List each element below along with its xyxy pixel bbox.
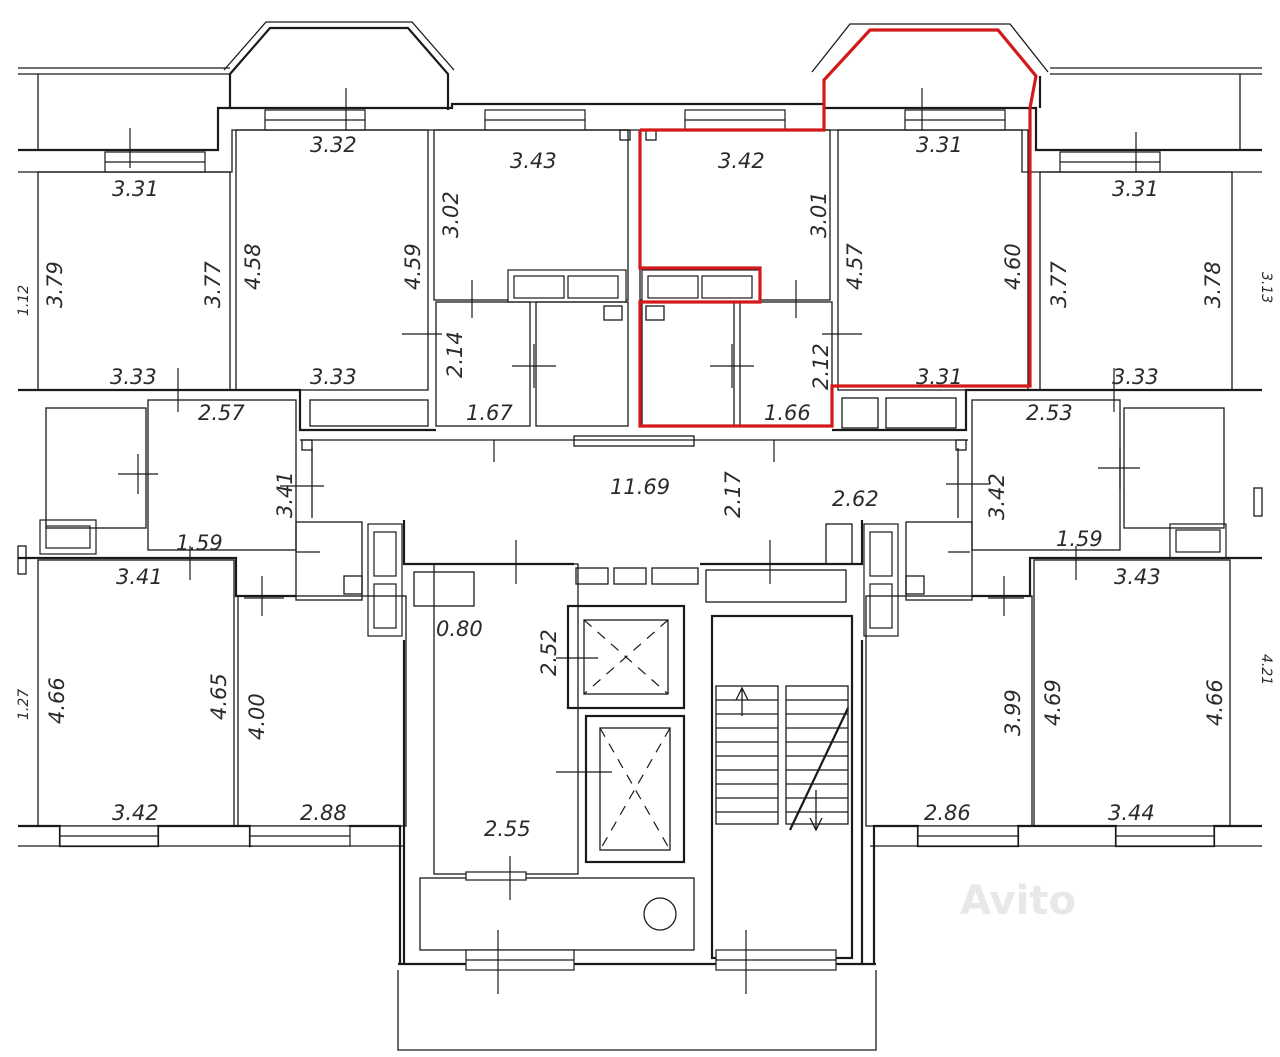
- row1-rooms: [37, 129, 1233, 391]
- dim-label: 3.77: [201, 261, 225, 308]
- dim-label: 3.33: [110, 365, 157, 389]
- edge-label: 3.13: [1258, 272, 1274, 303]
- dim-label: 3.99: [1001, 689, 1025, 736]
- dim-label: 4.66: [1203, 679, 1227, 726]
- edge-label: 1.12: [16, 285, 32, 316]
- dimension-labels: 3.31 3.79 3.77 3.33 3.32 4.58 4.59 3.33 …: [16, 133, 1274, 841]
- dim-label: 4.57: [843, 243, 867, 290]
- dim-label: 4.69: [1041, 679, 1065, 726]
- door-marks: [118, 88, 1140, 994]
- dim-label: 3.79: [43, 261, 67, 308]
- dim-label: 3.78: [1201, 261, 1225, 308]
- corridor: [17, 388, 1263, 607]
- bathrooms: [309, 301, 957, 429]
- dim-label: 3.31: [916, 133, 963, 157]
- edge-label: 1.27: [16, 689, 32, 720]
- dim-label: 1.59: [1056, 527, 1103, 551]
- dim-label: 2.57: [198, 401, 245, 425]
- dim-label: 2.62: [832, 487, 879, 511]
- dim-label: 3.33: [310, 365, 357, 389]
- dim-label: 3.32: [310, 133, 357, 157]
- dim-label: 2.55: [484, 817, 531, 841]
- dim-label: 1.59: [176, 531, 223, 555]
- dim-label: 4.65: [207, 673, 231, 720]
- dim-label: 2.12: [809, 343, 833, 390]
- dim-label: 3.01: [807, 191, 831, 238]
- highlighted-apartment-outline: [638, 28, 1038, 428]
- dim-label: 4.66: [45, 677, 69, 724]
- dim-label: 1.66: [764, 401, 811, 425]
- dim-label: 2.14: [443, 331, 467, 378]
- dim-label: 2.88: [300, 801, 347, 825]
- dim-label: 4.60: [1001, 243, 1025, 290]
- dim-label: 11.69: [610, 475, 670, 499]
- core: [397, 563, 877, 1051]
- row3-rooms: [18, 556, 1262, 964]
- dim-label: 3.31: [112, 177, 159, 201]
- dim-label: 1.67: [466, 401, 513, 425]
- dim-label: 3.42: [112, 801, 159, 825]
- dim-label: 3.43: [510, 149, 557, 173]
- dim-label: 3.31: [1112, 177, 1159, 201]
- dim-label: 3.41: [116, 565, 163, 589]
- dim-label: 3.43: [1114, 565, 1161, 589]
- edge-label: 4.21: [1258, 654, 1274, 685]
- dim-label: 4.59: [401, 243, 425, 290]
- dim-label: 3.33: [1112, 365, 1159, 389]
- dim-label: 4.58: [241, 243, 265, 290]
- dim-label: 2.17: [721, 471, 745, 518]
- dim-label: 2.86: [924, 801, 971, 825]
- dim-label: 3.41: [273, 471, 297, 518]
- dim-label: 2.52: [537, 629, 561, 676]
- vent-blocks: [39, 269, 1227, 637]
- dim-label: 4.00: [245, 693, 269, 740]
- dim-label: 3.44: [1108, 801, 1155, 825]
- watermark: Avito: [960, 878, 1076, 924]
- dim-label: 3.77: [1047, 261, 1071, 308]
- dim-label: 3.31: [916, 365, 963, 389]
- dim-label: 3.42: [718, 149, 765, 173]
- dim-label: 3.02: [439, 191, 463, 238]
- dim-label: 3.42: [985, 473, 1009, 520]
- dim-label: 2.53: [1026, 401, 1073, 425]
- dim-label: 0.80: [436, 617, 483, 641]
